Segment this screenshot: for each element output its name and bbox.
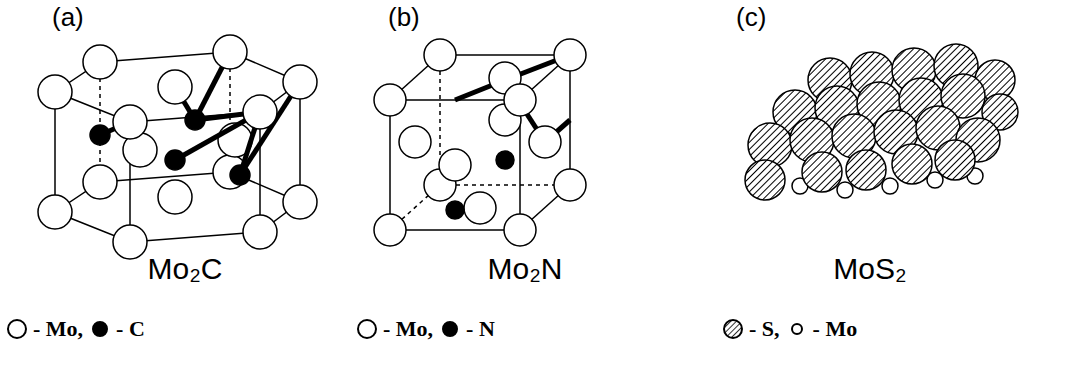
panel-letter: (c)	[736, 2, 766, 33]
panel-letter: (b)	[388, 2, 420, 33]
legend-sample	[439, 318, 461, 340]
legend-text: - Mo,	[383, 316, 433, 342]
legend-item: - C	[89, 316, 145, 342]
compound-name: Mo₂C	[148, 252, 223, 286]
legend-sample	[722, 318, 744, 340]
legend-sample	[786, 318, 808, 340]
mo2c-structure	[38, 35, 317, 259]
mo2n-structure	[374, 39, 586, 246]
compound-name: MoS₂	[833, 252, 906, 286]
legend-item: - S,	[722, 316, 780, 342]
legend-item: - N	[439, 316, 495, 342]
legend-row: - S, - Mo	[722, 316, 857, 342]
legend-text: - Mo,	[33, 316, 83, 342]
mos2-structure	[745, 44, 1018, 200]
panel-letter: (a)	[52, 2, 84, 33]
legend-text: - S,	[749, 316, 780, 342]
compound-name: Mo₂N	[488, 252, 563, 286]
legend-row: - Mo, - N	[356, 316, 495, 342]
legend-sample	[6, 318, 28, 340]
legend-sample	[89, 318, 111, 340]
legend-text: - Mo	[813, 316, 858, 342]
legend-sample	[356, 318, 378, 340]
legend-text: - N	[466, 316, 495, 342]
legend-text: - C	[116, 316, 145, 342]
legend-item: - Mo,	[6, 316, 83, 342]
legend-item: - Mo,	[356, 316, 433, 342]
legend-row: - Mo, - C	[6, 316, 145, 342]
legend-item: - Mo	[786, 316, 858, 342]
